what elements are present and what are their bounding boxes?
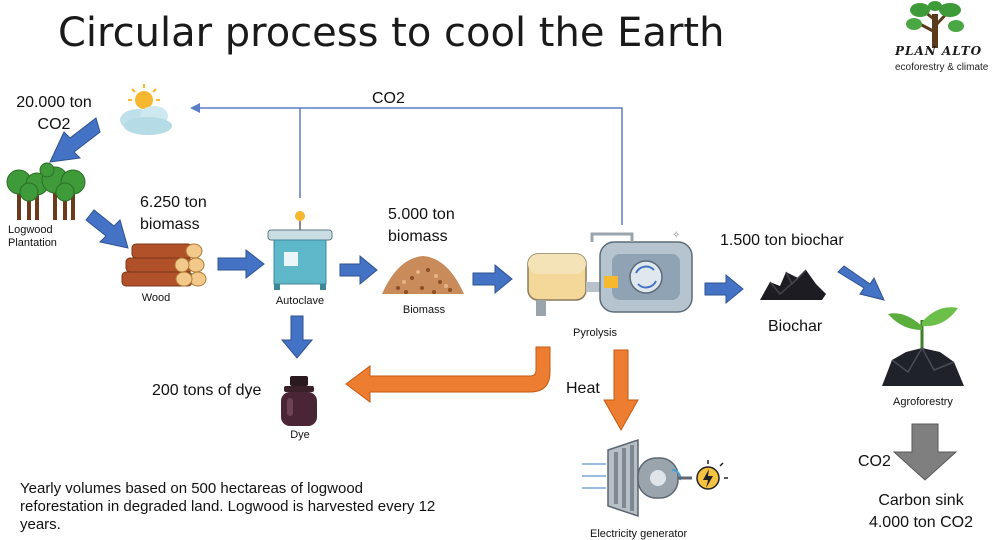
autoclave-label: Autoclave (275, 295, 325, 307)
tree-logo-icon (906, 1, 964, 48)
logo-tagline: ecoforestry & climate (895, 62, 989, 73)
arrow-wood-to-autoclave (217, 248, 265, 280)
biomass-label: Biomass (402, 304, 446, 316)
co2-return-arrowhead (190, 103, 200, 113)
agroforestry-label: Agroforestry (893, 396, 953, 408)
biochar-icon (756, 264, 830, 304)
trees-icon (5, 160, 95, 222)
biomass-chips-icon (378, 250, 468, 298)
co2-return-line (299, 107, 623, 225)
wood-logs-icon (118, 238, 210, 290)
co2-sink-label: CO2 (858, 453, 891, 470)
electricity-generator-icon (580, 436, 730, 526)
autoclave-icon (262, 208, 338, 292)
dye-jar-icon (278, 374, 320, 428)
page-title: Circular process to cool the Earth (58, 10, 725, 56)
arrow-biochar-to-agroforestry (837, 265, 885, 301)
agroforestry-icon (878, 300, 968, 390)
arrow-autoclave-to-dye (280, 315, 314, 359)
sun-cloud-icon (108, 80, 178, 140)
logo-name: PLAN ALTO (895, 44, 983, 58)
arrow-biomass-to-pyrolysis (472, 263, 513, 295)
arrow-heat-to-generator (603, 349, 639, 432)
dye-amount-label: 200 tons of dye (152, 382, 262, 399)
electricity-generator-label: Electricity generator (590, 528, 688, 540)
arrow-carbon-sink (892, 423, 958, 481)
arrow-pyrolysis-to-biochar (704, 273, 744, 305)
dye-label: Dye (290, 429, 310, 441)
pyrolysis-machine-icon: ✧ (522, 228, 698, 320)
heat-label: Heat (566, 380, 600, 397)
arrow-autoclave-to-biomass (339, 254, 378, 286)
arrow-pyrolysis-to-dye (345, 346, 551, 403)
logo (880, 0, 995, 78)
biochar-amount-label: 1.500 ton biochar (720, 232, 844, 249)
biochar-label: Biochar (768, 318, 823, 335)
svg-text:✧: ✧ (672, 230, 680, 241)
pyrolysis-label: Pyrolysis (572, 327, 617, 339)
arrow-co2-to-plantation (49, 117, 101, 163)
footnote: Yearly volumes based on 500 hectareas of… (20, 480, 436, 533)
co2-return-label: CO2 (372, 90, 405, 107)
wood-label: Wood (141, 292, 171, 304)
arrow-plantation-to-wood (85, 209, 129, 249)
